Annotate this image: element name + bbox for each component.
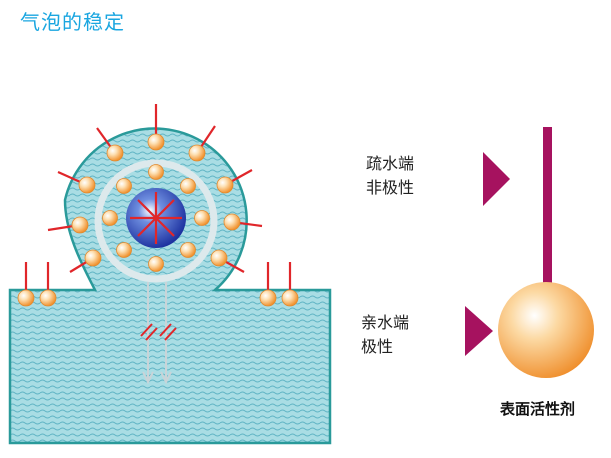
hydrophobic-label-line2: 非极性 (366, 178, 415, 197)
hydrophobic-label-line1: 疏水端 (366, 154, 415, 173)
surfactant-caption: 表面活性剂 (500, 400, 576, 418)
water-body (8, 127, 332, 445)
page-title: 气泡的稳定 (20, 10, 125, 34)
surfactant-tail (543, 127, 552, 287)
hydrophilic-label-line1: 亲水端 (361, 313, 410, 332)
hydrophilic-label-line2: 极性 (361, 337, 394, 356)
bubble-inner-film (94, 159, 218, 283)
hydrophilic-arrow (465, 306, 493, 356)
hydrophobic-arrow (483, 152, 510, 206)
drainage-arrows (142, 282, 172, 385)
air-core-tails (130, 192, 182, 244)
surfactant-head (498, 282, 594, 378)
surfactant-heads (17, 133, 299, 307)
drainage-break-marks (140, 323, 177, 341)
